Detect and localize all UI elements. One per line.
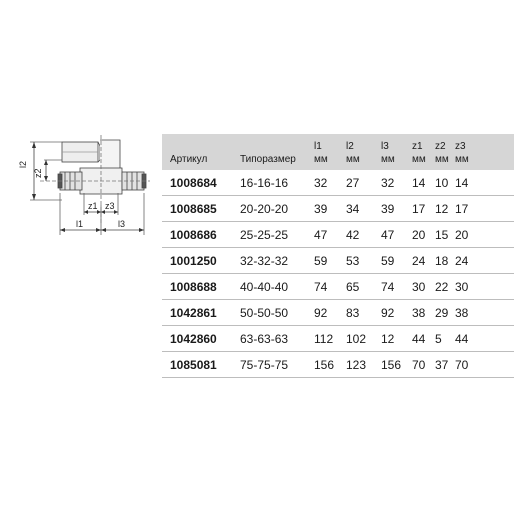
z3-cell: 44 (455, 325, 514, 352)
l1-cell: 74 (314, 273, 346, 300)
article-cell: 1001250 (162, 247, 240, 274)
l3-cell: 39 (381, 195, 412, 222)
l2-cell: 102 (346, 325, 381, 352)
l2-cell: 83 (346, 299, 381, 326)
article-cell: 1042860 (162, 325, 240, 352)
z3-cell: 30 (455, 273, 514, 300)
l2-cell: 65 (346, 273, 381, 300)
size-cell: 40-40-40 (240, 273, 314, 300)
l1-cell: 32 (314, 170, 346, 196)
z2-cell: 12 (435, 195, 455, 222)
l2-cell: 123 (346, 351, 381, 378)
article-cell: 1085081 (162, 351, 240, 378)
z3-cell: 24 (455, 247, 514, 274)
size-cell: 32-32-32 (240, 247, 314, 274)
dim-label-l1: l1 (76, 219, 83, 229)
header-article: Артикул (162, 134, 240, 170)
l3-cell: 32 (381, 170, 412, 196)
l3-cell: 92 (381, 299, 412, 326)
dim-label-l3: l3 (118, 219, 125, 229)
l1-cell: 112 (314, 325, 346, 352)
article-cell: 1008685 (162, 195, 240, 222)
l1-cell: 59 (314, 247, 346, 274)
z3-cell: 38 (455, 299, 514, 326)
tee-fitting-drawing: l2 z2 z1 z3 l1 l3 (18, 135, 150, 235)
z2-cell: 5 (435, 325, 455, 352)
size-cell: 16-16-16 (240, 170, 314, 196)
article-cell: 1008686 (162, 221, 240, 248)
z1-cell: 20 (412, 221, 435, 248)
l1-cell: 39 (314, 195, 346, 222)
z2-cell: 15 (435, 221, 455, 248)
tee-body-upper (100, 139, 121, 171)
size-cell: 20-20-20 (240, 195, 314, 222)
l3-cell: 59 (381, 247, 412, 274)
l2-cell: 42 (346, 221, 381, 248)
z1-cell: 70 (412, 351, 435, 378)
l1-cell: 92 (314, 299, 346, 326)
z3-cell: 17 (455, 195, 514, 222)
z3-cell: 14 (455, 170, 514, 196)
l1-cell: 156 (314, 351, 346, 378)
z1-cell: 44 (412, 325, 435, 352)
size-cell: 25-25-25 (240, 221, 314, 248)
l3-cell: 156 (381, 351, 412, 378)
article-cell: 1008688 (162, 273, 240, 300)
dim-label-l2: l2 (18, 161, 28, 168)
dim-label-z2: z2 (33, 168, 43, 178)
l3-cell: 74 (381, 273, 412, 300)
l3-cell: 47 (381, 221, 412, 248)
z3-cell: 20 (455, 221, 514, 248)
z2-cell: 18 (435, 247, 455, 274)
article-cell: 1042861 (162, 299, 240, 326)
z1-cell: 30 (412, 273, 435, 300)
l2-cell: 34 (346, 195, 381, 222)
z2-cell: 29 (435, 299, 455, 326)
size-cell: 63-63-63 (240, 325, 314, 352)
dim-label-z3: z3 (105, 201, 115, 211)
l2-cell: 27 (346, 170, 381, 196)
z1-cell: 14 (412, 170, 435, 196)
size-cell: 50-50-50 (240, 299, 314, 326)
z2-cell: 22 (435, 273, 455, 300)
z1-cell: 38 (412, 299, 435, 326)
l1-cell: 47 (314, 221, 346, 248)
z2-cell: 10 (435, 170, 455, 196)
l2-cell: 53 (346, 247, 381, 274)
z1-cell: 17 (412, 195, 435, 222)
z1-cell: 24 (412, 247, 435, 274)
z2-cell: 37 (435, 351, 455, 378)
z3-cell: 70 (455, 351, 514, 378)
article-cell: 1008684 (162, 170, 240, 196)
l3-cell: 12 (381, 325, 412, 352)
size-cell: 75-75-75 (240, 351, 314, 378)
dim-label-z1: z1 (88, 201, 98, 211)
header-size: Типоразмер (240, 134, 314, 170)
